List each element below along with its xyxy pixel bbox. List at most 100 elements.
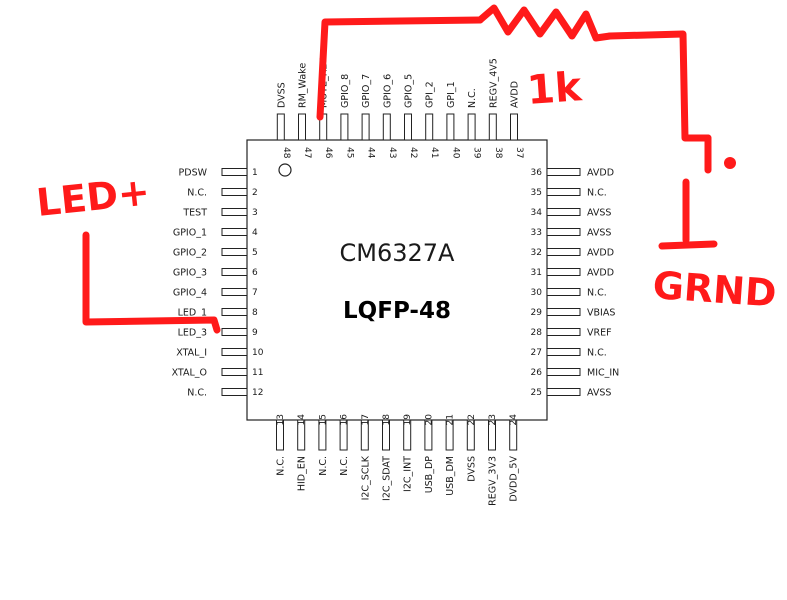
pin-number: 33 — [531, 228, 542, 238]
pin-label: N.C. — [587, 288, 607, 299]
pin-number: 3 — [252, 208, 258, 218]
pin-number: 32 — [531, 248, 542, 258]
pin-lead — [221, 368, 248, 376]
pin-lead — [382, 419, 390, 451]
pin-number: 29 — [531, 308, 543, 318]
pin-number: 7 — [252, 288, 258, 298]
pin-number: 20 — [424, 414, 434, 426]
pin-lead — [546, 168, 581, 176]
pin-lead — [221, 208, 248, 216]
annotations — [82, 4, 718, 334]
pin-label: AVDD — [510, 81, 521, 108]
pin-label: AVSS — [587, 228, 611, 239]
pin-lead — [340, 113, 349, 141]
pin-lead — [546, 388, 581, 396]
pin-label: N.C. — [187, 188, 207, 199]
pin-label: N.C. — [467, 88, 478, 108]
pin-label: GPIO_4 — [173, 288, 207, 299]
pin-number: 6 — [252, 268, 258, 278]
pin-label: AVSS — [587, 208, 611, 219]
ground-label: GRND — [651, 263, 778, 316]
pin-number: 11 — [252, 368, 263, 378]
pin-number: 9 — [252, 328, 258, 338]
pin-label: N.C. — [587, 188, 607, 199]
pin-number: 34 — [531, 208, 543, 218]
pin-number: 41 — [429, 147, 439, 158]
pin-lead — [488, 419, 496, 451]
pin-number: 45 — [344, 147, 354, 158]
pin-number: 16 — [340, 414, 350, 426]
led-plus-label: LED+ — [34, 169, 152, 225]
pin-number: 48 — [281, 147, 291, 159]
pin-lead — [546, 208, 581, 216]
pin-lead — [467, 113, 476, 141]
mute-rec-wire — [316, 16, 484, 121]
pin-label: PDSW — [179, 168, 208, 179]
pin-lead — [221, 288, 248, 296]
pin-number: 35 — [531, 188, 542, 198]
pin-number: 8 — [252, 308, 258, 318]
pin-label: GPIO_7 — [361, 74, 372, 108]
pin-number: 15 — [318, 414, 328, 425]
pin-label: DVSS — [276, 82, 287, 108]
pin-label: I2C_SCLK — [360, 455, 371, 500]
pin-lead — [546, 188, 581, 196]
pin-label: AVDD — [587, 168, 614, 179]
pin-number: 38 — [493, 147, 503, 159]
pin-lead — [510, 113, 518, 141]
pin-number: 10 — [252, 348, 264, 358]
pin-number: 19 — [403, 414, 413, 426]
pin-label: I2C_INT — [403, 456, 414, 492]
pin-label: I2C_SDAT — [382, 456, 393, 501]
pin-number: 31 — [531, 268, 542, 278]
pin-label: N.C. — [318, 456, 329, 476]
pin-lead — [466, 419, 475, 451]
pin-number: 37 — [514, 147, 524, 158]
pin-lead — [221, 268, 248, 276]
chip-name: CM6327A — [340, 239, 456, 267]
pin-number: 23 — [488, 414, 498, 425]
pin-number: 25 — [531, 388, 542, 398]
pin-number: 17 — [361, 414, 371, 425]
pin-lead — [276, 113, 285, 141]
pin-label: N.C. — [587, 348, 607, 359]
pin-label: GPI_2 — [425, 81, 436, 108]
pin-lead — [318, 419, 327, 451]
pin-number: 26 — [531, 368, 543, 378]
ground-symbol — [658, 240, 718, 250]
pin-label: GPIO_3 — [173, 268, 207, 279]
pin-lead — [445, 419, 454, 451]
pin-lead — [382, 113, 391, 141]
pin-lead — [546, 308, 581, 316]
pin-lead — [221, 328, 248, 336]
pin-label: AVDD — [587, 248, 614, 259]
pin-label: GPIO_8 — [340, 74, 351, 108]
pin-lead — [276, 419, 284, 451]
pin-number: 47 — [302, 147, 312, 158]
pin-lead — [297, 419, 306, 451]
pin-number: 46 — [323, 147, 333, 159]
pin-label: GPI_1 — [446, 81, 457, 108]
pin-label: N.C. — [339, 456, 350, 476]
pin-number: 1 — [252, 168, 258, 178]
pin-lead — [361, 113, 370, 141]
pin-label: VREF — [587, 328, 612, 339]
pin-label: XTAL_I — [176, 348, 207, 359]
pin-lead — [298, 113, 306, 141]
pin-lead — [546, 368, 581, 376]
chip-body — [246, 139, 548, 421]
pin-lead — [546, 268, 581, 276]
pin-number: 14 — [297, 414, 307, 426]
pin-lead — [221, 388, 248, 396]
pin-number: 21 — [446, 414, 456, 425]
pin-number: 22 — [467, 414, 477, 425]
pin-label: N.C. — [276, 456, 287, 476]
pin-lead — [403, 419, 412, 451]
pin-label: USB_DP — [424, 456, 435, 494]
pin-number: 5 — [252, 248, 258, 258]
pin-lead — [546, 288, 581, 296]
pin-lead — [221, 228, 248, 236]
pin-lead — [546, 248, 581, 256]
pin-label: DVDD_5V — [509, 456, 520, 502]
